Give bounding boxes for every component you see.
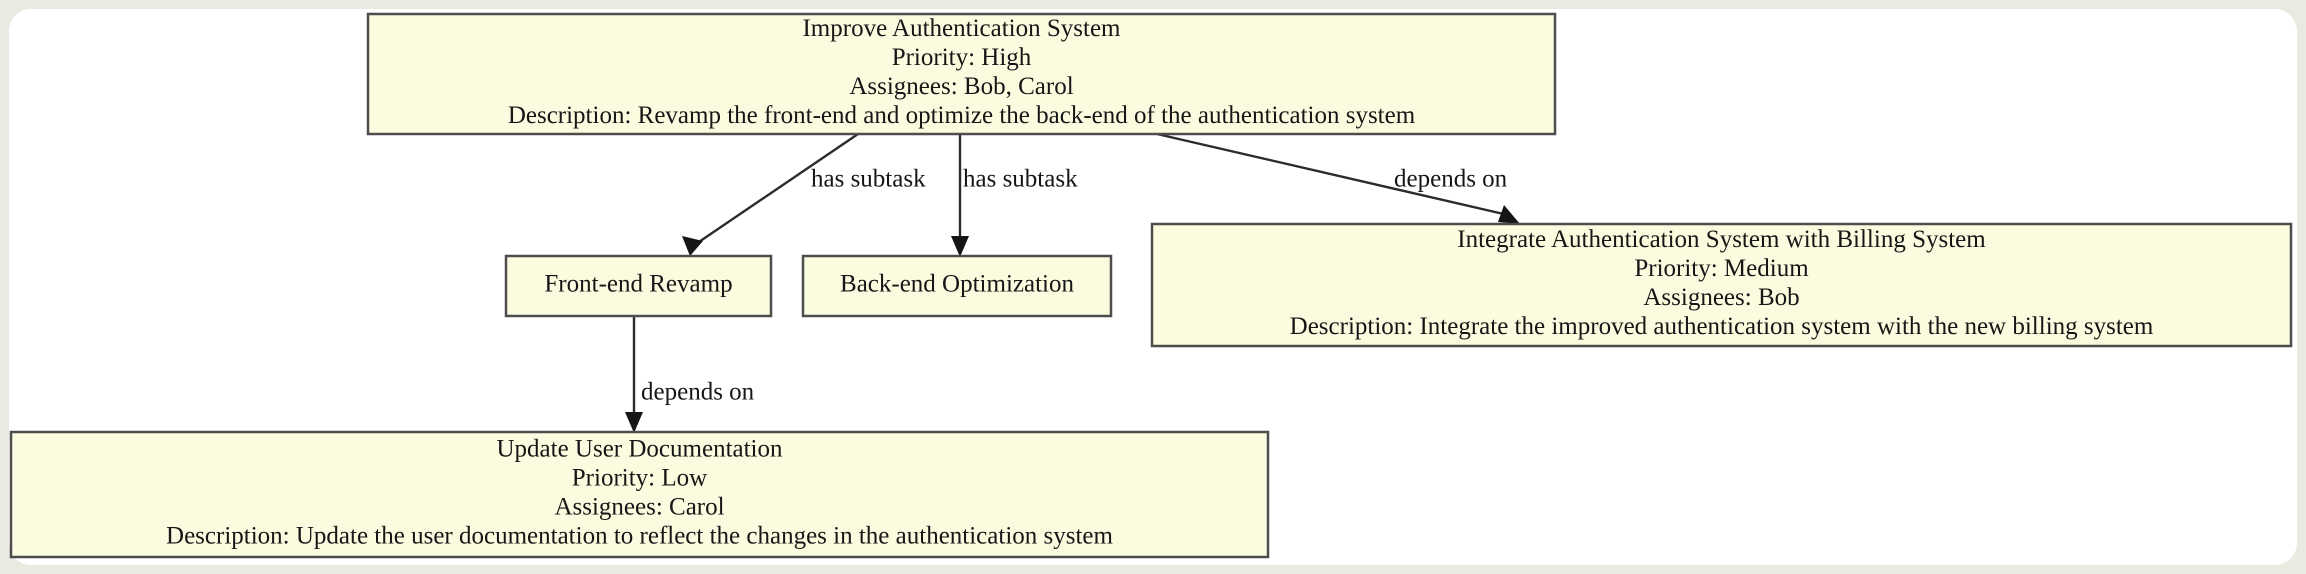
node-title: Improve Authentication System [802,15,1121,42]
graph-node[interactable]: Integrate Authentication System with Bil… [1150,222,2293,348]
node-detail-line: Priority: Medium [1634,255,1809,282]
node-box[interactable] [9,430,1270,559]
graph-edge: depends on [1156,132,1520,224]
node-detail-line: Assignees: Bob, Carol [849,73,1073,100]
edge-label: depends on [1394,166,1508,193]
node-title: Front-end Revamp [544,271,732,298]
graph-edge: depends on [625,317,755,433]
node-title: Integrate Authentication System with Bil… [1457,226,1986,253]
node-box[interactable] [504,254,773,318]
edge-arrowhead-icon [625,412,643,433]
graph-node[interactable]: Back-end Optimization [801,254,1113,318]
node-box[interactable] [801,254,1113,318]
graph-edge: has subtask [951,134,1078,257]
edge-line [689,133,859,249]
graph-edge: has subtask [682,133,926,256]
edge-label: has subtask [811,166,926,193]
edge-line [1156,132,1509,217]
node-box[interactable] [366,12,1557,136]
edge-arrowhead-icon [1498,205,1520,224]
edge-label: depends on [641,379,755,406]
graph-node[interactable]: Front-end Revamp [504,254,773,318]
node-detail-line: Description: Update the user documentati… [166,523,1113,550]
node-detail-line: Description: Integrate the improved auth… [1290,313,2154,340]
node-detail-line: Assignees: Carol [554,494,724,521]
edge-arrowhead-icon [682,236,703,256]
edge-arrowhead-icon [951,236,969,257]
node-title: Back-end Optimization [840,271,1074,298]
node-detail-line: Assignees: Bob [1643,284,1799,311]
node-detail-line: Priority: High [892,44,1032,71]
node-box[interactable] [1150,222,2293,348]
node-detail-line: Priority: Low [572,465,707,492]
node-detail-line: Description: Revamp the front-end and op… [508,102,1416,129]
node-title: Update User Documentation [496,436,783,463]
edge-label: has subtask [963,166,1078,193]
